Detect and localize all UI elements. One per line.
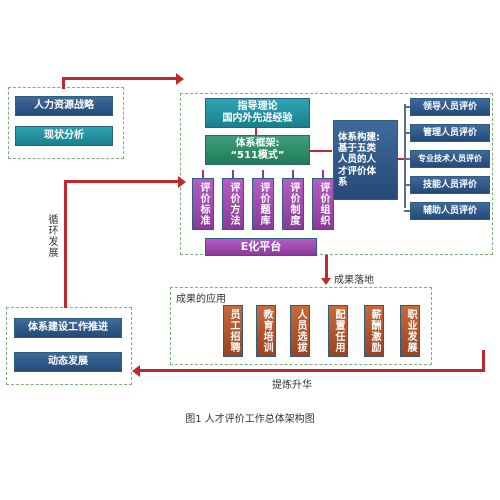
app-selection-box: 人员选拔 xyxy=(290,305,310,357)
app-training-box: 教育培训 xyxy=(256,305,276,357)
bracket-tick-2 xyxy=(404,132,410,134)
status-analysis-box: 现状分析 xyxy=(15,126,113,146)
arrow-theory-framework xyxy=(255,128,257,135)
applications-label: 成果的应用 xyxy=(176,294,226,305)
cycle-vertical-line xyxy=(64,180,67,308)
cycle-label: 循环发展 xyxy=(46,214,57,258)
purple-arrow-1 xyxy=(202,170,204,178)
app-allocation-box: 配置任用 xyxy=(328,305,348,357)
upgrade-label: 提炼升华 xyxy=(272,380,312,391)
purple-arrow-4 xyxy=(292,170,294,178)
main-panel xyxy=(180,93,493,255)
purple-arrow-3 xyxy=(262,170,264,178)
arrow-main-results-head xyxy=(321,278,331,285)
arrow-into-bottom-left xyxy=(132,365,140,377)
eval-system-box: 评价制度 xyxy=(282,178,304,230)
framework-box: 体系框架: “511模式” xyxy=(205,135,310,165)
purple-arrow-5 xyxy=(322,170,324,178)
figure-caption: 图1 人才评价工作总体架构图 xyxy=(185,414,315,425)
bracket-vertical xyxy=(404,104,406,208)
arrow-cycle-into-main xyxy=(178,176,186,188)
left-top-panel: 人力资源战略 现状分析 xyxy=(8,87,124,159)
category-leaders: 领导人员评价 xyxy=(410,98,490,116)
bracket-tick-5 xyxy=(404,210,410,212)
eval-question-bank-box: 评价题库 xyxy=(252,178,274,230)
bracket-tick-4 xyxy=(404,184,410,186)
eval-method-box: 评价方法 xyxy=(222,178,244,230)
e-platform-bar: E化平台 xyxy=(205,238,317,256)
connector-top-vertical xyxy=(62,77,65,89)
guiding-theory-box: 指导理论 国内外先进经验 xyxy=(205,98,310,128)
category-technical: 专业技术人员评价 xyxy=(410,150,490,168)
eval-standard-box: 评价标准 xyxy=(192,178,214,230)
category-skilled: 技能人员评价 xyxy=(410,176,490,194)
dynamic-development-box: 动态发展 xyxy=(14,352,122,372)
bottom-left-panel: 体系建设工作推进 动态发展 xyxy=(6,307,132,385)
eval-organization-box: 评价组织 xyxy=(312,178,334,230)
arrow-into-main xyxy=(176,73,184,85)
app-compensation-box: 薪酬激励 xyxy=(364,305,384,357)
bottom-red-line-right-riser xyxy=(482,350,485,372)
app-career-box: 职业发展 xyxy=(400,305,420,357)
applications-panel xyxy=(170,287,432,365)
result-label: 成果落地 xyxy=(334,275,374,286)
category-managers: 管理人员评价 xyxy=(410,124,490,142)
bracket-tick-3 xyxy=(404,158,410,160)
cycle-horizontal-line xyxy=(64,180,179,183)
category-auxiliary: 辅助人员评价 xyxy=(410,202,490,220)
bracket-connector xyxy=(398,158,406,160)
connector-top-horizontal xyxy=(62,77,177,80)
arrow-framework-system xyxy=(310,150,332,152)
system-build-box: 体系构建: 基于五类 人员的人 才评价体 系 xyxy=(333,120,398,200)
purple-arrow-2 xyxy=(232,170,234,178)
arrow-main-results xyxy=(325,255,328,280)
bracket-tick-1 xyxy=(404,106,410,108)
bottom-red-line xyxy=(140,369,485,372)
app-recruitment-box: 员工招聘 xyxy=(223,305,243,357)
system-build-progress-box: 体系建设工作推进 xyxy=(14,318,122,338)
hr-strategy-box: 人力资源战略 xyxy=(15,96,113,116)
